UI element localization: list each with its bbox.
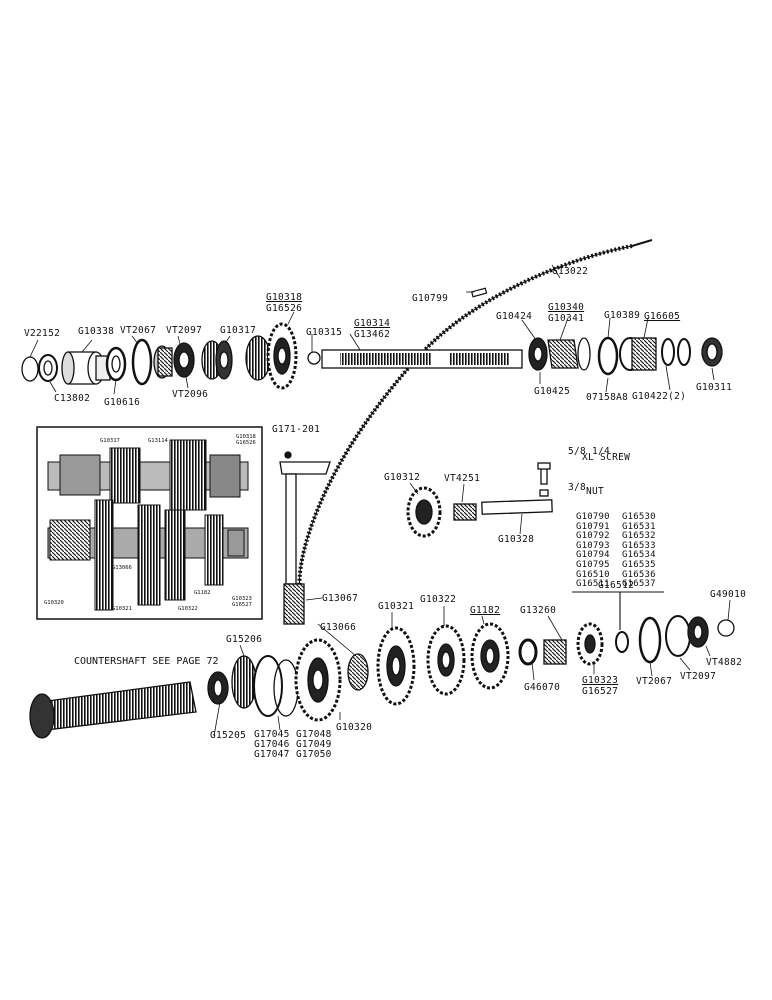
inset-label-g10321: G10321 xyxy=(112,606,132,612)
shift-fork xyxy=(279,451,331,625)
label-g13462: G13462 xyxy=(354,329,391,340)
countershaft-small-parts xyxy=(406,462,553,538)
inset-label-g10323: G10323 xyxy=(232,596,252,602)
label-g10799: G10799 xyxy=(412,293,449,304)
label-g10422: G10422(2) xyxy=(632,391,687,402)
label-vt2067-top: VT2067 xyxy=(120,325,157,336)
leader-lines xyxy=(29,264,731,737)
label-g10425: G10425 xyxy=(534,386,571,397)
label-g15206: G15206 xyxy=(226,634,263,645)
label-vt2097-top: VT2097 xyxy=(166,325,203,336)
frac-nut: 3/8 xyxy=(568,482,587,493)
inset-label-g16527: G16527 xyxy=(232,602,252,608)
label-g10322: G10322 xyxy=(420,594,457,605)
label-g10328: G10328 xyxy=(498,534,535,545)
label-g46070: G46070 xyxy=(524,682,561,693)
parts-list-col2: G16530 G16531 G16532 G16533 G16534 G1653… xyxy=(622,512,656,590)
inset-photo xyxy=(36,426,263,620)
label-vt4882: VT4882 xyxy=(706,657,743,668)
inset-label-g13114: G13114 xyxy=(148,438,168,444)
frac-screw-b: 1/4 xyxy=(592,446,611,457)
mainshaft-assembly xyxy=(21,322,723,390)
label-g16526: G16526 xyxy=(266,303,303,314)
inset-label-g16526: G16526 xyxy=(236,440,256,446)
label-g10340: G10340 xyxy=(548,302,585,313)
inset-label-g10320: G10320 xyxy=(44,600,64,606)
label-vt2097-bottom: VT2097 xyxy=(680,671,717,682)
label-vt2067-bottom: VT2067 xyxy=(636,676,673,687)
parts-list-bracket xyxy=(572,591,664,630)
speedometer-cable xyxy=(297,239,653,601)
label-screw: XL SCREW xyxy=(582,452,631,463)
label-g15205: G15205 xyxy=(210,730,247,741)
label-07158a8: 07158A8 xyxy=(586,392,629,403)
label-g10311: G10311 xyxy=(696,382,733,393)
label-g13260: G13260 xyxy=(520,605,557,616)
label-c13802: C13802 xyxy=(54,393,91,404)
inset-label-g10317: G10317 xyxy=(100,438,120,444)
inset-label-g10322: G10322 xyxy=(178,606,198,612)
label-g16527: G16527 xyxy=(582,686,619,697)
label-vt4251: VT4251 xyxy=(444,473,481,484)
label-g13067: G13067 xyxy=(322,593,359,604)
label-g10389: G10389 xyxy=(604,310,641,321)
label-g10424: G10424 xyxy=(496,311,533,322)
label-g10321: G10321 xyxy=(378,601,415,612)
inset-label-g1182: G1182 xyxy=(194,590,211,596)
label-g13022: G13022 xyxy=(552,266,589,277)
label-g13066: G13066 xyxy=(320,622,357,633)
g17-col2: G17048 G17049 G17050 xyxy=(296,729,332,760)
label-g10338: G10338 xyxy=(78,326,115,337)
label-g10341: G10341 xyxy=(548,313,585,324)
label-g171-201: G171-201 xyxy=(272,424,321,435)
label-g10317: G10317 xyxy=(220,325,257,336)
inset-label-g13066: G13066 xyxy=(112,565,132,571)
parts-list-col1: G10790 G10791 G10792 G10793 G10794 G1079… xyxy=(576,512,610,590)
label-g16512: G16512 xyxy=(598,580,635,591)
label-g10323: G10323 xyxy=(582,675,619,686)
label-g10312: G10312 xyxy=(384,472,421,483)
countershaft-note: COUNTERSHAFT SEE PAGE 72 xyxy=(74,656,219,667)
frac-screw-a: 5/8 xyxy=(568,446,587,457)
label-g10320: G10320 xyxy=(336,722,373,733)
label-vt2096: VT2096 xyxy=(172,389,209,400)
label-nut: NUT xyxy=(586,486,605,497)
g17-col1: G17045 G17046 G17047 xyxy=(254,729,290,760)
label-g10314: G10314 xyxy=(354,318,391,329)
countershaft-assembly xyxy=(29,615,735,739)
label-g10315: G10315 xyxy=(306,327,343,338)
label-g10318: G10318 xyxy=(266,292,303,303)
label-v22152: V22152 xyxy=(24,328,61,339)
inset-label-g10318: G10318 xyxy=(236,434,256,440)
label-g16605: G16605 xyxy=(644,311,681,322)
label-g10616: G10616 xyxy=(104,397,141,408)
label-g1182: G1182 xyxy=(470,605,501,616)
label-g49010: G49010 xyxy=(710,589,747,600)
